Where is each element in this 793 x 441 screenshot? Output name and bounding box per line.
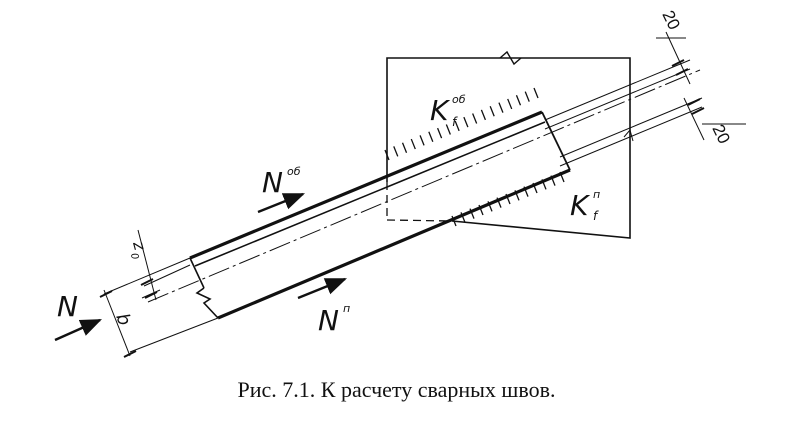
weld-hatch-tick [384,149,390,161]
weld-hatch-tick [454,120,460,132]
weld-hatch-tick [514,190,520,201]
dim-label-b: b [111,311,135,329]
weld-hatch-tick [507,98,513,110]
weld-hatch-tick [505,193,511,205]
force-label-main: N [57,290,78,323]
gusset-hidden-edge-horizontal [386,219,453,222]
dim-tick [671,59,685,67]
dim-right-line [683,97,705,141]
weld-hatch-tick [463,116,469,128]
dim-b-line [103,289,131,357]
force-label-back-text: N [262,166,283,199]
force-label-back-sup: об [287,165,301,178]
weld-hatch-tick [419,135,425,146]
gusset-outline [386,57,631,239]
weld-hatch-tick [428,131,434,143]
angle-left-end-top [189,257,205,289]
weld-hatch-tick [480,109,487,121]
weld-hatch-tick [410,138,416,150]
weld-hatch-tick [559,171,565,183]
dim-label-z-sub: 0 [128,252,140,261]
weld-hatch-tick [515,95,522,106]
weld-hatch-tick [498,102,504,113]
weld-label-pen-text: K [570,189,591,222]
dim-tick [123,350,137,358]
dim-top-upper-ext [544,59,691,121]
weld-hatch-tick [524,91,530,102]
weld-hatch-tick [487,201,493,212]
weld-label-pen-sup: п [593,188,600,201]
angle-pen-edge [217,168,571,320]
weld-hatch-tick [533,87,539,99]
weld-label-back-sub: f [452,115,458,129]
weld-label-pen: K п f [570,188,600,223]
dimension-ticks [99,59,705,358]
dim-b-ext-bottom [129,317,219,353]
weld-hatch-tick [451,215,457,227]
weld-hatch-tick [469,208,475,219]
weld-label-back: K об f [430,93,466,129]
angle-inner-edge [194,121,546,267]
weld-hatch-tick [532,182,538,194]
force-arrow-back [257,192,306,214]
weld-label-back-text: K [430,94,451,127]
gusset-plate [386,50,631,239]
dim-top-lower-ext [544,68,691,130]
angle-back-edge [189,110,543,260]
angle-end [541,111,571,171]
figure-caption: Рис. 7.1. К расчету сварных швов. [237,377,556,402]
dim-tick [691,107,705,115]
weld-hatch-tick [541,179,547,190]
dim-label-z-text: z [129,238,150,253]
dim-tick [99,290,113,298]
dim-tick [144,291,158,299]
force-arrows [54,192,348,342]
weld-hatch-tick [550,175,556,186]
force-label-pen: N п [318,302,350,337]
angle-member [147,69,701,320]
weld-hatch-pen [451,171,565,227]
dim-z-line [137,229,157,301]
force-label-main-text: N [57,290,78,323]
weld-hatch-tick [460,212,466,223]
dim-label-right: 20 [708,121,733,146]
dim-label-top: 20 [658,7,683,32]
dim-tick [140,278,154,286]
dim-tick [675,68,689,76]
force-arrow-pen [297,277,348,300]
force-arrow-main [54,318,102,342]
weld-hatch-tick [472,113,478,124]
dim-tick [687,98,701,106]
weld-label-pen-sub: f [593,209,599,223]
weld-hatch-tick [436,127,443,139]
force-label-pen-sup: п [343,302,350,315]
dim-label-z: z 0 [128,238,150,261]
dim-right-ext-break [623,128,634,142]
weld-hatch-tick [496,197,502,208]
weld-hatch-tick [478,204,484,216]
dim-right-lower-ext [559,106,703,167]
gusset-break-top [499,50,522,66]
dim-right-upper-ext [559,97,703,158]
weld-hatch-tick [445,124,451,135]
dimension-lines [103,31,746,357]
weld-hatch-tick [489,105,495,117]
weld-label-back-sup: об [452,93,466,106]
weld-hatch-back [384,87,539,161]
dim-top-line [665,31,691,85]
force-label-back: N об [262,165,301,199]
weld-hatch-tick [393,146,399,157]
angle-left-break [195,287,219,319]
dim-b-ext-top [103,257,191,295]
dim-z-ext-top [143,264,191,287]
angle-axis-line [147,69,701,303]
weld-hatch-tick [523,186,529,197]
force-label-pen-text: N [318,304,339,337]
weld-hatch-tick [401,142,408,153]
